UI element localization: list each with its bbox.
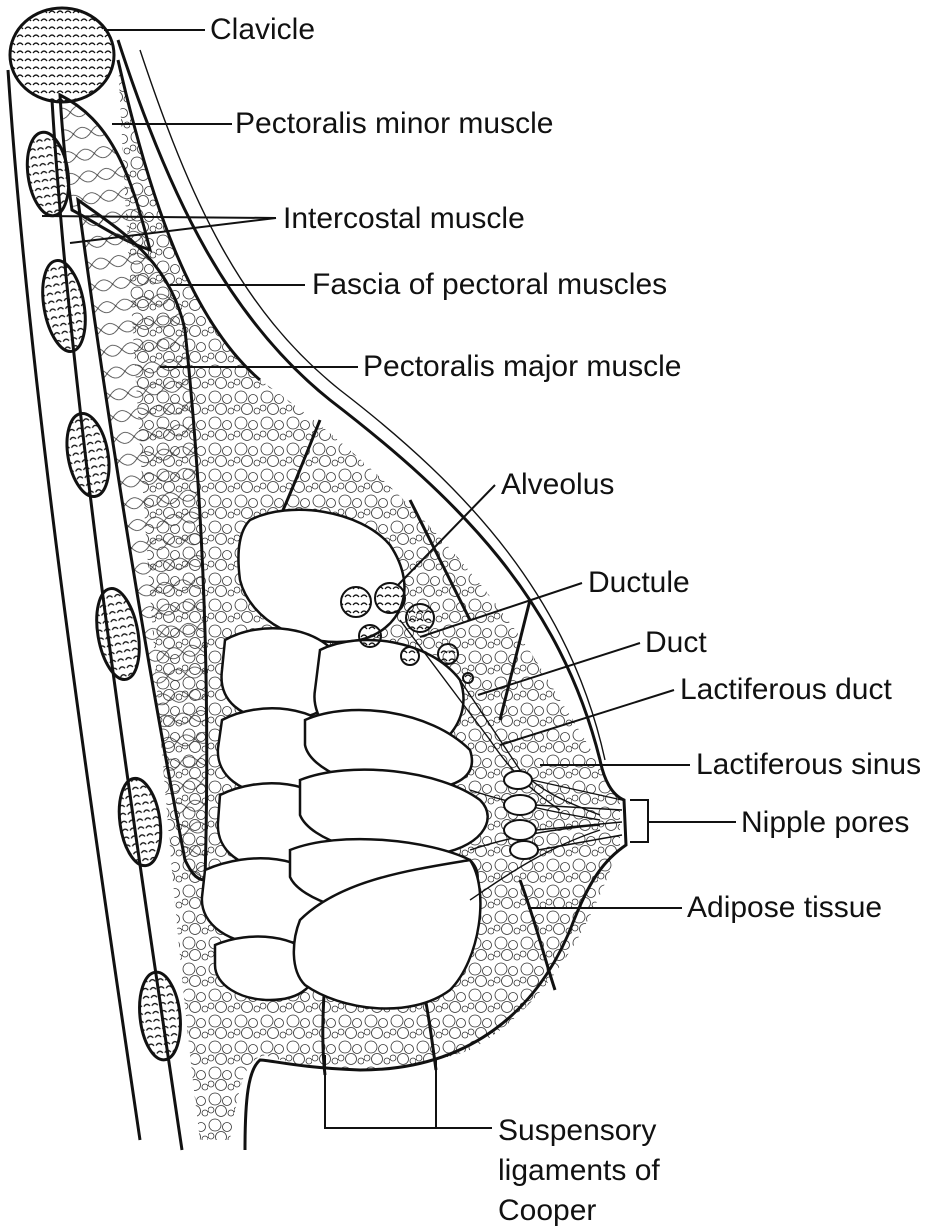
label-lactiferous-sinus: Lactiferous sinus (696, 748, 922, 781)
duct-system (399, 619, 623, 901)
label-pectoralis-minor: Pectoralis minor muscle (235, 107, 554, 140)
label-ductule: Ductule (588, 566, 690, 599)
label-duct: Duct (645, 626, 707, 659)
glandular-lobes (200, 508, 489, 1010)
label-fascia: Fascia of pectoral muscles (312, 268, 668, 301)
rib-cross-sections (25, 130, 182, 1062)
label-suspensory-line1: Suspensory (498, 1114, 657, 1147)
breast-skin-outline (116, 39, 628, 1151)
label-alveolus: Alveolus (501, 468, 615, 501)
label-suspensory-line3: Cooper (498, 1194, 597, 1227)
pectoralis-major (76, 196, 209, 882)
label-pectoralis-major: Pectoralis major muscle (363, 350, 682, 383)
label-adipose-tissue: Adipose tissue (687, 891, 883, 924)
alveoli-clusters (340, 582, 474, 684)
fascia-line (116, 59, 261, 382)
label-lactiferous-duct: Lactiferous duct (680, 673, 892, 706)
label-nipple-pores: Nipple pores (741, 806, 910, 839)
label-intercostal: Intercostal muscle (283, 202, 525, 235)
label-suspensory-line2: ligaments of (498, 1154, 660, 1187)
label-clavicle: Clavicle (210, 13, 316, 46)
clavicle-bone (8, 6, 116, 104)
annotation-leaders (41, 29, 736, 1129)
